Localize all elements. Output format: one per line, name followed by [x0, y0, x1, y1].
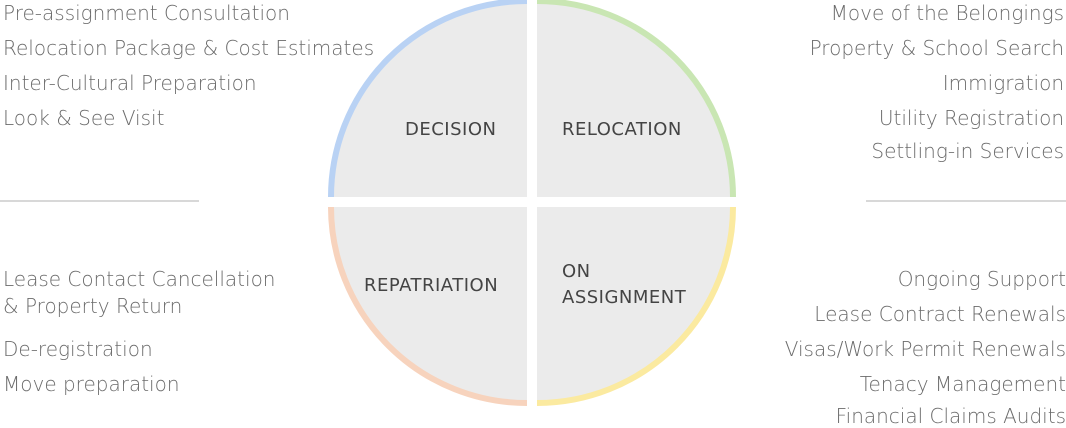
- assignment-services-list: Ongoing Support Lease Contract Renewals …: [766, 264, 1066, 428]
- list-item: Relocation Package & Cost Estimates: [3, 36, 375, 60]
- list-item: Look & See Visit: [3, 106, 165, 130]
- assignment-label-line2: ASSIGNMENT: [562, 287, 687, 308]
- list-item: Move preparation: [3, 372, 180, 396]
- list-item: & Property Return: [3, 294, 183, 318]
- list-item: Lease Contact Cancellation: [3, 267, 276, 291]
- relocation-label: RELOCATION: [562, 119, 682, 140]
- list-item: Utility Registration: [878, 106, 1064, 130]
- list-item: Settling-in Services: [871, 139, 1064, 163]
- repatriation-arc: [328, 206, 528, 406]
- assignment-quadrant: [537, 207, 735, 405]
- repatriation-services-list: Lease Contact Cancellation & Property Re…: [3, 264, 303, 396]
- decision-arc: [328, 0, 528, 198]
- list-item: Inter-Cultural Preparation: [3, 71, 257, 95]
- list-item: Ongoing Support: [897, 267, 1066, 291]
- list-item: Move of the Belongings: [830, 1, 1064, 25]
- relocation-arc: [536, 0, 736, 198]
- repatriation-quadrant: [329, 207, 527, 405]
- list-item: De-registration: [3, 337, 153, 361]
- decision-quadrant: [329, 0, 527, 197]
- decision-services-list: Pre-assignment Consultation Relocation P…: [3, 0, 375, 140]
- list-item: Lease Contract Renewals: [814, 302, 1066, 326]
- list-item: Visas/Work Permit Renewals: [784, 337, 1066, 361]
- right-divider: [866, 200, 1066, 202]
- decision-label: DECISION: [405, 119, 496, 140]
- assignment-arc: [536, 206, 736, 406]
- list-item: Financial Claims Audits: [835, 404, 1066, 428]
- list-item: Immigration: [942, 71, 1064, 95]
- left-divider: [0, 200, 199, 202]
- relocation-quadrant: [537, 0, 735, 197]
- assignment-label-line1: ON: [562, 261, 591, 282]
- relocation-services-list: Move of the Belongings Property & School…: [764, 0, 1064, 170]
- list-item: Pre-assignment Consultation: [3, 1, 290, 25]
- list-item: Tenacy Management: [859, 372, 1066, 396]
- list-item: Property & School Search: [809, 36, 1064, 60]
- repatriation-label: REPATRIATION: [364, 275, 498, 296]
